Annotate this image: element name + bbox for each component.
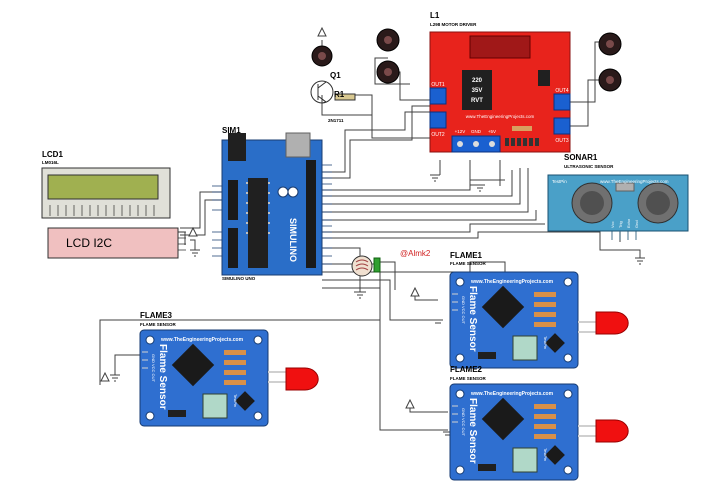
flame3-ref: FLAME3 xyxy=(140,311,173,320)
chip-line-2: 35V xyxy=(472,88,483,94)
dc-motor-left-top[interactable] xyxy=(376,28,400,52)
label-gnd: GND xyxy=(471,129,482,134)
usb-port xyxy=(285,132,311,158)
flame2-part: FLAME SENSOR xyxy=(450,376,487,381)
motor-driver-site: www.TheEngineeringProjects.com xyxy=(466,114,535,119)
analog-header xyxy=(228,228,238,268)
flame3-site: www.TheEngineeringProjects.com xyxy=(160,337,244,343)
ultrasonic-sensor[interactable] xyxy=(547,174,689,240)
flame1-ref: FLAME1 xyxy=(450,251,483,260)
sonar-pin-trig: Trig xyxy=(618,221,623,228)
flame3-testpin: TestPin xyxy=(233,394,238,407)
driver-chip xyxy=(462,70,492,110)
power-terminals xyxy=(100,26,420,409)
lcd-i2c-label: LCD I2C xyxy=(66,236,112,250)
flame2-pins: GND VCC OUT xyxy=(461,408,466,437)
sonar-ref: SONAR1 xyxy=(564,153,598,162)
flame1-site: www.TheEngineeringProjects.com xyxy=(470,279,554,285)
terminal-out2 xyxy=(429,111,447,129)
microcontroller-chip xyxy=(248,178,268,268)
sonar-pin-echo: Echo xyxy=(626,218,631,228)
label-out4: OUT4 xyxy=(555,88,569,94)
flame1-pins: GND VCC OUT xyxy=(461,296,466,325)
flame-sensor-3[interactable] xyxy=(139,329,319,427)
terminal-out3 xyxy=(553,117,571,135)
lcd-ref: LCD1 xyxy=(42,150,63,159)
label-12v: +12V xyxy=(455,129,466,134)
label-out1: OUT1 xyxy=(431,82,445,88)
ldr-sensor[interactable] xyxy=(351,255,381,277)
flame2-site: www.TheEngineeringProjects.com xyxy=(470,391,554,397)
heatsink xyxy=(469,35,531,59)
terminal-out1 xyxy=(429,87,447,105)
flame2-ref: FLAME2 xyxy=(450,365,483,374)
transistor-q1[interactable] xyxy=(310,80,334,104)
label-out3: OUT3 xyxy=(555,138,569,144)
resistor-r1[interactable] xyxy=(334,93,356,101)
dc-motor-right-bottom[interactable] xyxy=(598,68,622,92)
power-header xyxy=(228,180,238,220)
dc-motor-left-bottom[interactable] xyxy=(376,60,400,84)
label-out2: OUT2 xyxy=(431,132,445,138)
digital-header xyxy=(306,160,316,268)
arduino-brand: SIMULINO xyxy=(288,218,298,262)
dc-motor-right-top[interactable] xyxy=(598,32,622,56)
flame-sensor-1[interactable] xyxy=(449,271,629,369)
lcd-i2c-module xyxy=(47,227,179,259)
lcd-part: LM016L xyxy=(42,160,59,165)
arduino-board[interactable]: SIMULINO xyxy=(212,132,332,276)
transistor-ref: Q1 xyxy=(330,71,341,80)
lcd-screen xyxy=(47,174,159,200)
label-5v: +5V xyxy=(488,129,496,134)
sonar-pin-vcc: Vcc xyxy=(610,221,615,228)
dc-motor-top[interactable] xyxy=(311,45,333,67)
motor-driver-ref: L1 xyxy=(430,11,440,20)
flame2-testpin: TestPin xyxy=(543,448,548,461)
motor-driver-part: L298 MOTOR DRIVER xyxy=(430,22,477,27)
flame1-testpin: TestPin xyxy=(543,336,548,349)
flame1-part: FLAME SENSOR xyxy=(450,261,487,266)
chip-line-1: 220 xyxy=(472,78,483,84)
arduino-part: SIMULINO UNO xyxy=(222,276,256,281)
transistor-part: 2N1711 xyxy=(328,118,344,123)
flame3-text: Flame Sensor xyxy=(157,344,168,410)
arduino-ref: SIM1 xyxy=(222,126,241,135)
resistor-ref: R1 xyxy=(334,90,345,99)
sonar-pin-gnd: Gnd xyxy=(634,220,639,228)
power-jack xyxy=(228,133,246,161)
flame2-text: Flame Sensor xyxy=(467,398,478,464)
sonar-part: ULTRASONIC SENSOR xyxy=(564,164,614,169)
chip-line-3: RVT xyxy=(471,98,483,104)
sonar-testpin: TestPin xyxy=(552,179,567,184)
sonar-site: www.TheEngineeringProjects.com xyxy=(600,179,669,184)
lcd-display[interactable] xyxy=(41,167,186,259)
flame-sensor-2[interactable] xyxy=(449,383,629,481)
motor-driver-board[interactable] xyxy=(429,31,571,153)
terminal-out4 xyxy=(553,93,571,111)
flame3-part: FLAME SENSOR xyxy=(140,322,177,327)
flame3-pins: GND VCC OUT xyxy=(151,354,156,383)
watermark: @Almk2 xyxy=(400,249,431,258)
flame1-text: Flame Sensor xyxy=(467,286,478,352)
